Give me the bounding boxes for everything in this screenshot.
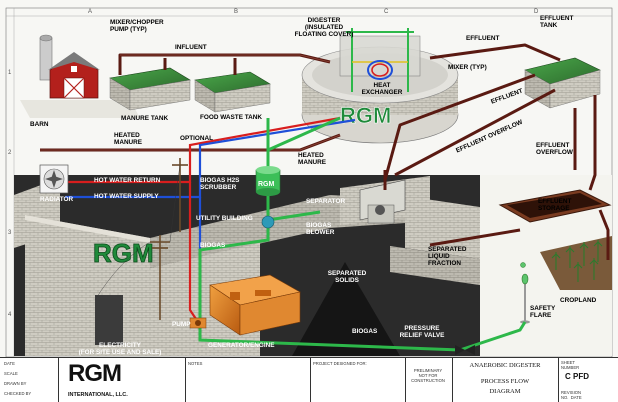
separator-unit: [359, 170, 406, 224]
label-biogas-blower: BIOGAS BLOWER: [306, 222, 335, 236]
label-separated-liquid-fraction: SEPARATED LIQUID FRACTION: [428, 246, 467, 267]
tb-preliminary: PRELIMINARY NOT FOR CONSTRUCTION: [411, 368, 445, 383]
label-biogas-h2s-scrubber: BIOGAS H2S SCRUBBER: [200, 177, 240, 191]
grid-row-3: 3: [8, 230, 12, 236]
biogas-blower: [261, 215, 275, 229]
label-safety-flare: SAFETY FLARE: [530, 305, 556, 319]
tb-sheet-number: C PFD: [565, 372, 589, 381]
label-electricity: ELECTRICITY (FOR SITE USE AND SALE): [78, 342, 162, 356]
label-mixer-chopper-pump: MIXER/CHOPPER PUMP (TYP): [110, 19, 164, 33]
tb-notes-label: NOTES: [188, 361, 203, 366]
title-block: DATE SCALE DRAWN BY CHECKED BY RGM INTER…: [0, 357, 618, 402]
label-effluent-overflow-right: EFFLUENT OVERFLOW: [536, 142, 573, 156]
label-heat-exchanger: HEAT EXCHANGER: [361, 82, 403, 96]
tb-date-label: DATE: [4, 361, 15, 366]
tb-sheet-label: SHEET NUMBER: [561, 360, 580, 370]
generator-engine: [209, 274, 301, 336]
label-effluent-top: EFFLUENT: [466, 35, 500, 42]
tb-revision-label: REVISION NO. DATE: [561, 390, 582, 400]
grid-col-c: C: [384, 9, 389, 15]
digester: RGM: [301, 28, 459, 144]
tb-checked-by-label: CHECKED BY: [4, 391, 32, 396]
label-heated-manure-mid: HEATED MANURE: [298, 152, 327, 166]
grid-col-d: D: [534, 9, 539, 15]
label-manure-tank: MANURE TANK: [121, 115, 169, 122]
label-food-waste-tank: FOOD WASTE TANK: [200, 114, 263, 121]
label-digester: DIGESTER (INSULATED FLOATING COVER): [294, 17, 354, 38]
grid-row-2: 2: [8, 150, 12, 156]
label-heated-manure-left: HEATED MANURE: [114, 132, 143, 146]
label-separated-solids: SEPARATED SOLIDS: [327, 270, 367, 284]
barn: [39, 34, 100, 99]
front-wall-top: [150, 195, 330, 268]
label-pump: PUMP: [172, 321, 191, 328]
label-barn: BARN: [30, 121, 49, 128]
separated-solids-pile: [292, 262, 400, 356]
tb-company: INTERNATIONAL, LLC.: [68, 392, 128, 398]
label-pressure-relief-valve: PRESSURE RELIEF VALVE: [399, 325, 445, 339]
grid-col-a: A: [88, 9, 93, 15]
label-radiator: RADIATOR: [40, 196, 74, 203]
tb-scale-label: SCALE: [4, 371, 18, 376]
label-cropland: CROPLAND: [560, 297, 597, 304]
food-waste-tank: [194, 71, 271, 113]
label-effluent-tank: EFFLUENT TANK: [540, 15, 574, 29]
grid-row-4: 4: [8, 312, 12, 318]
pump-unit: [189, 317, 207, 329]
svg-text:RGM: RGM: [258, 181, 275, 188]
label-effluent-storage: EFFLUENT STORAGE: [538, 198, 572, 212]
label-mixer-typ: MIXER (TYP): [448, 64, 487, 71]
utility-poles: [150, 158, 188, 320]
label-separator: SEPARATOR: [306, 198, 346, 205]
label-utility-building: UTILITY BUILDING: [196, 215, 253, 222]
tb-title-line3: DIAGRAM: [489, 388, 521, 395]
effluent-tank: [524, 57, 601, 109]
grid-col-b: B: [234, 9, 239, 15]
grid-row-1: 1: [8, 70, 12, 76]
label-influent: INFLUENT: [175, 44, 207, 51]
tb-drawn-by-label: DRAWN BY: [4, 381, 27, 386]
rgm-wall-logo: RGM: [93, 238, 154, 268]
radiator: [39, 164, 69, 194]
label-hot-water-supply: HOT WATER SUPPLY: [94, 193, 159, 200]
label-hot-water-return: HOT WATER RETURN: [94, 177, 161, 184]
label-generator-engine: GENERATOR/ENGINE: [208, 342, 275, 349]
tb-project-label: PROJECT DESIGNED FOR:: [313, 361, 367, 366]
tb-rgm-logo: RGM: [68, 360, 122, 387]
pressure-relief-valve: [455, 345, 475, 355]
doorway: [95, 295, 123, 345]
rgm-digester-logo: RGM: [340, 103, 391, 128]
h2s-scrubber: RGM: [255, 166, 281, 196]
manure-tank: [109, 67, 191, 111]
tb-title-line1: ANAEROBIC DIGESTER: [469, 362, 541, 369]
label-biogas-bottom: BIOGAS: [352, 328, 378, 335]
crops: [551, 240, 603, 282]
label-optional: OPTIONAL: [180, 135, 214, 142]
tb-title-line2: PROCESS FLOW: [480, 378, 530, 385]
label-biogas-left: BIOGAS: [200, 242, 226, 249]
